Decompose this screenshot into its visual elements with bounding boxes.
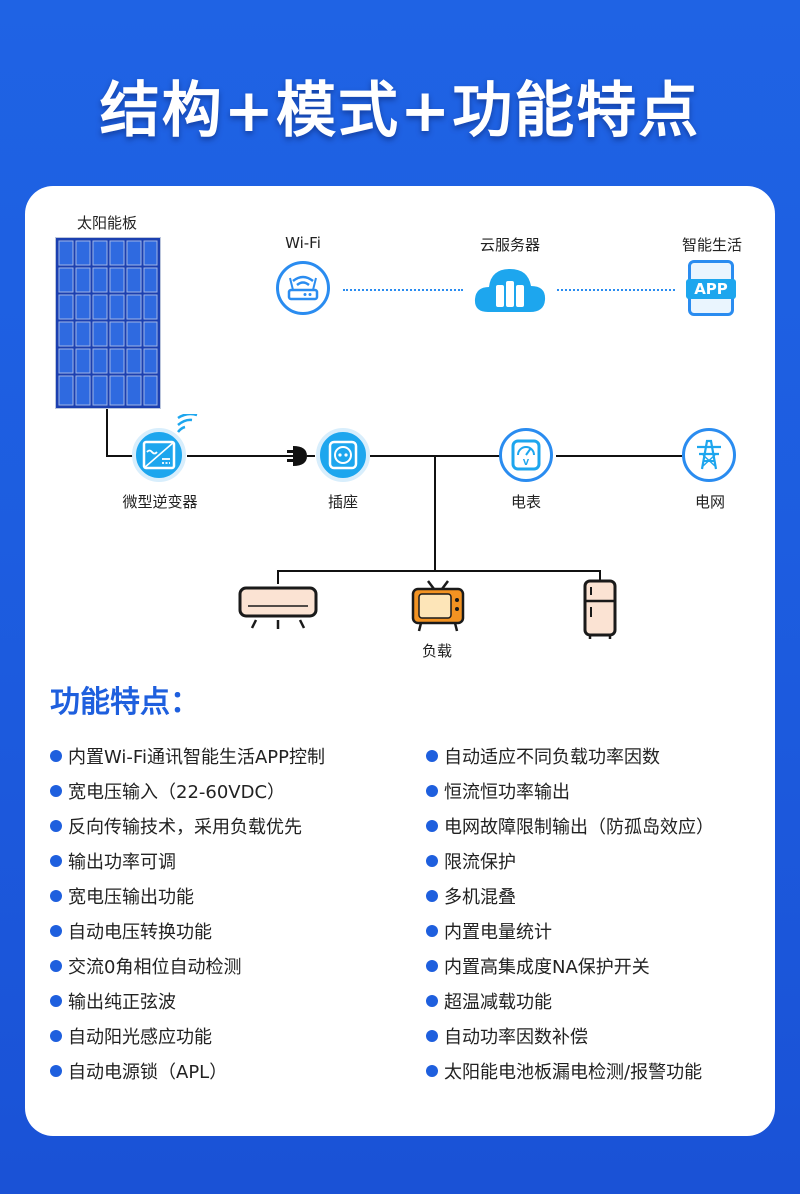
feature-item: 宽电压输出功能 [50, 883, 194, 909]
bullet-icon [426, 1030, 438, 1042]
features-heading: 功能特点： [50, 685, 200, 720]
bullet-icon [426, 890, 438, 902]
feature-item: 反向传输技术，采用负载优先 [50, 813, 302, 839]
grid-label: 电网 [694, 493, 726, 511]
bullet-icon [50, 1030, 62, 1042]
feature-item: 自动阳光感应功能 [50, 1023, 212, 1049]
bullet-icon [50, 890, 62, 902]
bullet-icon [50, 1065, 62, 1077]
feature-item: 内置电量统计 [426, 918, 552, 944]
cloud-label: 云服务器 [479, 236, 541, 254]
app-phone-icon: APP [686, 260, 736, 316]
meter-icon: V [499, 428, 553, 482]
cloud-server-icon [474, 269, 546, 312]
feature-item: 内置高集成度NA保护开关 [426, 953, 650, 979]
feature-item: 超温减载功能 [426, 988, 552, 1014]
app-badge: APP [686, 279, 736, 299]
bullet-icon [50, 960, 62, 972]
load-bus-wire [277, 570, 601, 572]
fridge-wire [599, 570, 601, 584]
feature-item: 输出纯正弦波 [50, 988, 176, 1014]
air-conditioner-icon [238, 586, 318, 629]
feature-item: 自动功率因数补偿 [426, 1023, 588, 1049]
inverter-label: 微型逆变器 [122, 493, 198, 511]
socket-icon [316, 428, 370, 482]
wifi-label: Wi-Fi [285, 234, 321, 252]
bullet-icon [426, 995, 438, 1007]
bullet-icon [426, 750, 438, 762]
bullet-icon [426, 1065, 438, 1077]
bullet-icon [50, 925, 62, 937]
bullet-icon [426, 820, 438, 832]
solar-panel-icon [55, 237, 161, 409]
panel-wire [106, 409, 108, 456]
feature-item: 自动电源锁（APL） [50, 1058, 227, 1084]
socket-label: 插座 [327, 493, 359, 511]
load-drop-wire [434, 455, 436, 571]
feature-item: 宽电压输入（22-60VDC） [50, 778, 285, 804]
feature-item: 交流0角相位自动检测 [50, 953, 241, 979]
television-icon [411, 580, 465, 632]
page-title: 结构+模式+功能特点 [99, 76, 701, 146]
load-label: 负载 [421, 642, 453, 660]
bullet-icon [50, 785, 62, 797]
ac-wire [277, 570, 279, 584]
plug-icon [287, 446, 315, 466]
feature-item: 自动适应不同负载功率因数 [426, 743, 660, 769]
power-grid-icon [682, 428, 736, 482]
solar-panel-label: 太阳能板 [76, 214, 138, 232]
feature-item: 限流保护 [426, 848, 516, 874]
meter-label: 电表 [510, 493, 542, 511]
cloud-app-link [557, 289, 675, 291]
feature-item: 内置Wi-Fi通讯智能生活APP控制 [50, 743, 325, 769]
wifi-cloud-link [343, 289, 463, 291]
app-label: 智能生活 [681, 236, 743, 254]
bullet-icon [426, 925, 438, 937]
feature-item: 电网故障限制输出（防孤岛效应） [426, 813, 714, 839]
feature-item: 多机混叠 [426, 883, 516, 909]
wireless-signal-icon [177, 414, 198, 433]
bullet-icon [50, 820, 62, 832]
feature-item: 自动电压转换功能 [50, 918, 212, 944]
feature-item: 输出功率可调 [50, 848, 176, 874]
wifi-router-icon [276, 261, 330, 315]
feature-item: 恒流恒功率输出 [426, 778, 570, 804]
refrigerator-icon [583, 579, 617, 639]
meter-symbol: V [523, 458, 530, 467]
feature-item: 太阳能电池板漏电检测/报警功能 [426, 1058, 702, 1084]
bullet-icon [50, 995, 62, 1007]
bullet-icon [50, 750, 62, 762]
bullet-icon [426, 785, 438, 797]
bullet-icon [426, 855, 438, 867]
bullet-icon [50, 855, 62, 867]
inverter-icon [132, 428, 186, 482]
inverter-socket-wire [187, 455, 295, 457]
content-card: 太阳能板 Wi-Fi 云服务器 智能生活 APP [25, 186, 775, 1136]
meter-grid-wire [556, 455, 682, 457]
bullet-icon [426, 960, 438, 972]
panel-inverter-wire [106, 455, 140, 457]
